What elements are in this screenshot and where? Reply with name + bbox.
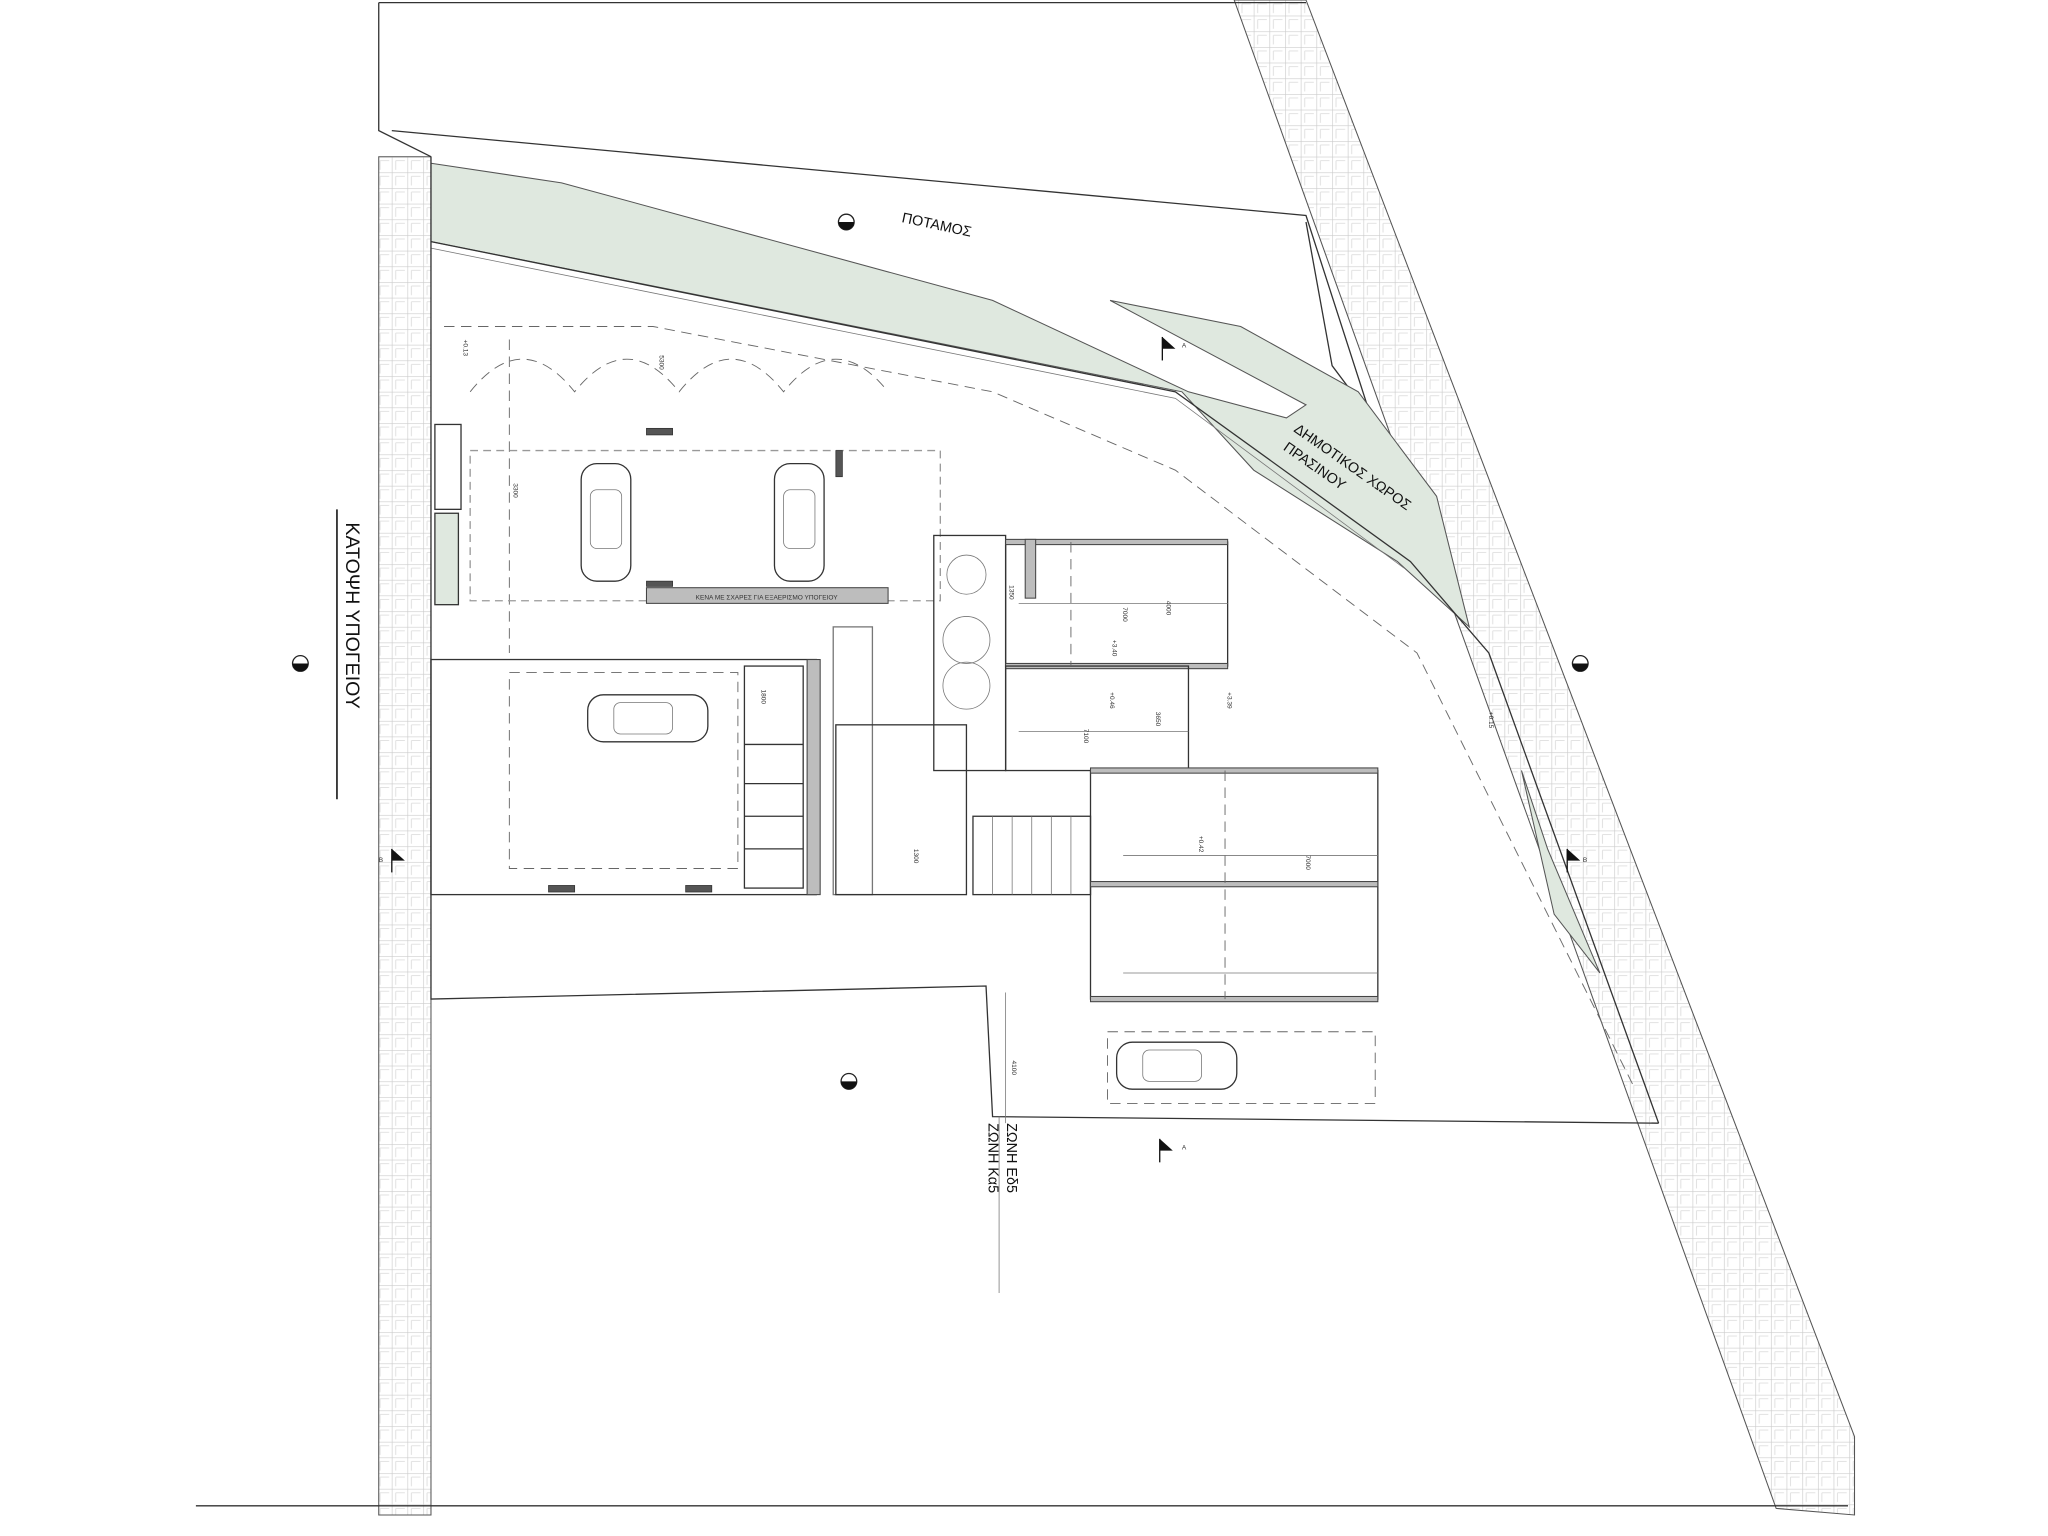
zone-label: ΖΩΝΗ Εδ5 (1003, 1123, 1019, 1193)
svg-text:A: A (1182, 1144, 1187, 1151)
storage-units (1004, 538, 1379, 1003)
dimension: 7100 (1082, 729, 1089, 744)
car-icon (580, 462, 632, 582)
drawing-title: ΚΑΤΟΨΗ ΥΠΟΓΕΙΟΥ (341, 522, 363, 708)
dimension: 7000 (1304, 855, 1311, 870)
svg-text:A: A (1182, 342, 1187, 349)
dimension: 7000 (1121, 607, 1128, 622)
dimension: 1800 (759, 690, 766, 705)
river-boundary (378, 2, 432, 158)
dimension: 5300 (658, 355, 665, 370)
car-icon (773, 462, 825, 582)
level-mark: +3.40 (1111, 640, 1118, 657)
dimension: 4000 (1164, 601, 1171, 616)
zone-label: ΖΩΝΗ Κα5 (985, 1123, 1001, 1193)
section-cut-a-icon: A (1159, 1138, 1187, 1163)
upper-parking-area (469, 449, 941, 602)
level-mark: +3.39 (1226, 692, 1233, 709)
section-cut-b-icon: B (379, 848, 405, 873)
svg-text:B: B (379, 857, 383, 864)
section-marker-icon (1571, 654, 1589, 672)
dimension: 1350 (1008, 585, 1015, 600)
dimension: 1300 (912, 849, 919, 864)
vent-grille-strip (645, 587, 889, 604)
section-marker-icon (291, 654, 309, 672)
level-mark: +0.15 (1487, 712, 1494, 729)
vent-label: ΚΕΝΑ ΜΕ ΣΧΑΡΕΣ ΓΙΑ ΕΞΑΕΡΙΣΜΟ ΥΠΟΓΕΙΟΥ (696, 594, 839, 601)
dimension: 3650 (1154, 712, 1161, 727)
section-cut-a-icon: A (1161, 336, 1187, 361)
river-label: ΠΟΤΑΜΟΣ (900, 210, 973, 240)
svg-text:B: B (1583, 857, 1587, 864)
level-mark: +0.13 (462, 340, 469, 357)
dimension: 3300 (511, 483, 518, 498)
left-sidewalk-hatch (378, 156, 432, 1516)
municipal-green-space (430, 162, 1471, 629)
dimension: 4100 (1010, 1060, 1017, 1075)
car-icon (1115, 1041, 1238, 1090)
section-marker-icon (840, 1072, 858, 1090)
level-mark: +0.42 (1197, 836, 1204, 853)
section-cut-b-icon: B (1566, 848, 1587, 873)
car-icon (587, 694, 709, 743)
section-marker-icon (837, 213, 855, 231)
level-mark: +0.46 (1108, 692, 1115, 709)
right-sidewalk-hatch (1233, 0, 1856, 1516)
